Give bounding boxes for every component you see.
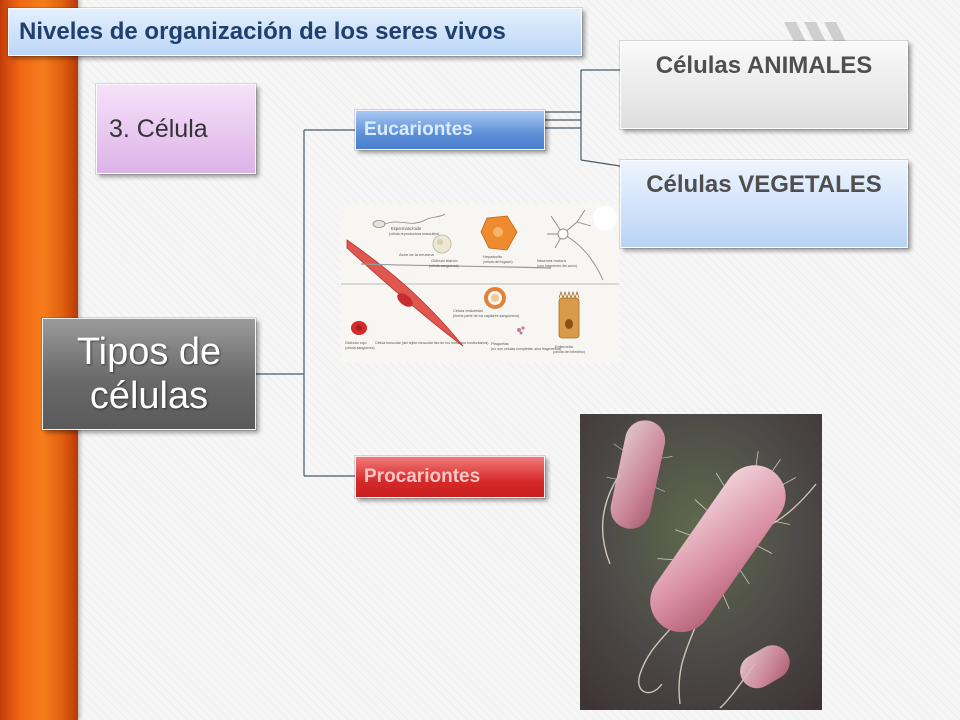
level-label: 3. Célula (95, 83, 257, 175)
label-axon: Axón de la neurona (399, 252, 434, 257)
label-neurona: Neurona motora (537, 258, 567, 263)
muscle-cell-icon (346, 239, 464, 347)
secondary-bacterium-icon (606, 420, 673, 529)
hepatocito-icon (480, 215, 518, 251)
label-globulo-blanco: Glóbulo blanco (431, 258, 458, 263)
label-espermatozoide: Espermatozoide (391, 226, 422, 231)
label-plaquetas-sub: (no son células completas, sino fragment… (491, 347, 561, 351)
label-globulo-rojo: Glóbulo rojo (345, 340, 367, 345)
main-bacterium-icon (650, 451, 797, 633)
label-celula-muscular: Célula muscular (del tejido muscular lis… (375, 341, 488, 345)
label-celula-endotelial: Célula endotelial (453, 308, 483, 313)
celula-endotelial-icon (484, 287, 506, 309)
label-espermatozoide-sub: (célula reproductora masculina) (389, 232, 439, 236)
label-hepatocito-sub: (célula del hígado) (483, 260, 513, 264)
plaquetas-icon (517, 326, 525, 335)
neurona-highlight-icon (593, 206, 617, 230)
bacteria-photo (580, 414, 822, 710)
root-label-line1: Tipos de (76, 331, 222, 373)
globulo-blanco-icon (432, 234, 452, 254)
node-celulas-vegetales: Células VEGETALES (619, 159, 909, 249)
label-hepatocito: Hepatocito (483, 254, 503, 259)
label-enterocito: Enterocito (555, 344, 574, 349)
label-globulo-rojo-sub: (célula sanguínea) (345, 346, 375, 350)
label-plaquetas: Plaquetas (491, 341, 509, 346)
label-enterocito-sub: (célula del intestino) (553, 350, 585, 354)
label-celula-endotelial-sub: (forma parte de los capilares sanguíneos… (453, 314, 519, 318)
node-procariontes: Procariontes (354, 455, 546, 499)
label-neurona-sub: (con fragmento del axón) (537, 264, 577, 268)
animal-cell-types-illustration: Espermatozoide (célula reproductora masc… (341, 204, 619, 362)
enterocito-icon (558, 290, 580, 339)
neurona-soma-icon (557, 228, 569, 240)
espermatozoide-icon (372, 213, 446, 228)
node-celulas-animales: Células ANIMALES (619, 40, 909, 130)
small-bacterium-icon (740, 645, 790, 689)
root-node-tipos-de-celulas: Tipos de células (41, 317, 257, 431)
page-title: Niveles de organización de los seres viv… (7, 7, 583, 57)
root-label-line2: células (89, 375, 209, 417)
node-eucariontes: Eucariontes (354, 109, 546, 151)
globulo-rojo-icon (351, 321, 367, 335)
label-globulo-blanco-sub: (célula sanguínea) (429, 264, 459, 268)
